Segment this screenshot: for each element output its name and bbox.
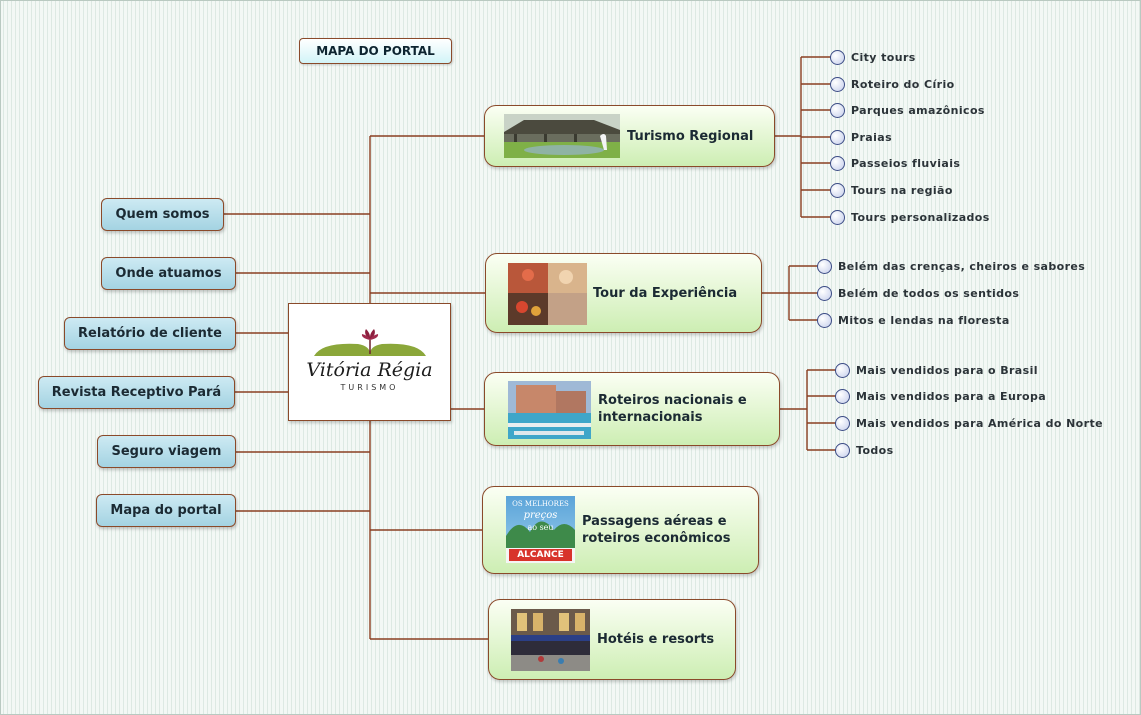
leaf-label: Tours na região (851, 183, 953, 197)
node-mapa-portal[interactable]: Mapa do portal (96, 494, 236, 527)
leaf-label: City tours (851, 50, 916, 64)
node-passagens-label-2: roteiros econômicos (582, 531, 731, 546)
node-hoteis-label: Hotéis e resorts (597, 632, 715, 647)
center-logo-node[interactable]: Vitória Régia TURISMO (288, 303, 451, 421)
hoteis-image (511, 609, 590, 671)
logo-subtitle: TURISMO (340, 383, 399, 392)
passagens-thumb-line2: preços (523, 510, 558, 521)
leaf-tours-regiao[interactable]: Tours na região (830, 181, 953, 199)
node-tour-experiencia-label: Tour da Experiência (593, 286, 738, 301)
circle-bullet-icon (830, 209, 845, 225)
node-quem-somos[interactable]: Quem somos (101, 198, 224, 231)
leaf-label: Mitos e lendas na floresta (838, 313, 1010, 327)
page-title: MAPA DO PORTAL (299, 38, 452, 64)
circle-bullet-icon (830, 102, 845, 118)
leaf-roteiro-cirio[interactable]: Roteiro do Círio (830, 75, 955, 93)
node-tour-experiencia[interactable]: Tour da Experiência (485, 253, 762, 333)
circle-bullet-icon (835, 388, 850, 404)
node-passagens-label-1: Passagens aéreas e (582, 514, 727, 529)
leaf-praias[interactable]: Praias (830, 128, 892, 146)
leaf-brasil[interactable]: Mais vendidos para o Brasil (835, 361, 1038, 379)
circle-bullet-icon (817, 312, 832, 328)
logo-name: Vitória Régia (306, 359, 433, 381)
leaf-label: Praias (851, 130, 893, 144)
leaf-parques-amazonicos[interactable]: Parques amazônicos (830, 101, 985, 119)
leaf-city-tours[interactable]: City tours (830, 48, 916, 66)
leaf-label: Belém das crenças, cheiros e sabores (838, 259, 1086, 273)
circle-bullet-icon (835, 415, 850, 431)
connector-group-roteiros (780, 370, 808, 450)
leaf-tours-personalizados[interactable]: Tours personalizados (830, 208, 990, 226)
roteiros-image (508, 381, 591, 439)
passagens-thumb-line1: OS MELHORES (512, 500, 569, 508)
leaf-label: Mais vendidos para América do Norte (856, 416, 1103, 430)
passagens-thumb-line3: ao seu (527, 523, 554, 532)
leaf-belem-sentidos[interactable]: Belém de todos os sentidos (817, 284, 1019, 302)
node-seguro-viagem[interactable]: Seguro viagem (97, 435, 236, 468)
leaf-america-norte[interactable]: Mais vendidos para América do Norte (835, 414, 1103, 432)
leaf-todos[interactable]: Todos (835, 441, 894, 459)
circle-bullet-icon (830, 49, 845, 65)
leaf-mitos-lendas[interactable]: Mitos e lendas na floresta (817, 311, 1010, 329)
circle-bullet-icon (835, 362, 850, 378)
leaf-label: Belém de todos os sentidos (838, 286, 1020, 300)
node-onde-atuamos[interactable]: Onde atuamos (101, 257, 236, 290)
circle-bullet-icon (830, 129, 845, 145)
leaf-label: Mais vendidos para a Europa (856, 389, 1047, 403)
node-turismo-regional[interactable]: Turismo Regional (484, 105, 775, 167)
circle-bullet-icon (830, 182, 845, 198)
passagens-thumb-line4: ALCANCE (509, 549, 572, 561)
leaf-label: Parques amazônicos (851, 103, 985, 117)
leaf-passeios-fluviais[interactable]: Passeios fluviais (830, 154, 960, 172)
node-roteiros-label-1: Roteiros nacionais e (598, 393, 747, 408)
node-roteiros-label-2: internacionais (598, 410, 703, 425)
node-passagens-aereas[interactable]: OS MELHORES preços ao seu ALCANCE Passag… (482, 486, 759, 574)
leaf-label: Todos (856, 443, 894, 457)
node-relatorio-cliente[interactable]: Relatório de cliente (64, 317, 236, 350)
leaf-label: Tours personalizados (851, 210, 990, 224)
circle-bullet-icon (835, 442, 850, 458)
node-turismo-regional-label: Turismo Regional (627, 129, 754, 144)
circle-bullet-icon (817, 258, 832, 274)
turismo-regional-image (504, 114, 620, 158)
leaf-belem-crencas[interactable]: Belém das crenças, cheiros e sabores (817, 257, 1085, 275)
passagens-image: OS MELHORES preços ao seu ALCANCE (506, 496, 575, 563)
node-roteiros-nacionais[interactable]: Roteiros nacionais e internacionais (484, 372, 780, 446)
lotus-icon (313, 329, 426, 356)
leaf-label: Passeios fluviais (851, 156, 961, 170)
circle-bullet-icon (817, 285, 832, 301)
leaf-label: Roteiro do Círio (851, 77, 955, 91)
node-hoteis-resorts[interactable]: Hotéis e resorts (488, 599, 736, 680)
circle-bullet-icon (830, 76, 845, 92)
circle-bullet-icon (830, 155, 845, 171)
node-revista-receptivo[interactable]: Revista Receptivo Pará (38, 376, 235, 409)
leaf-europa[interactable]: Mais vendidos para a Europa (835, 387, 1046, 405)
tour-experiencia-image (508, 263, 587, 325)
leaf-label: Mais vendidos para o Brasil (856, 363, 1038, 377)
connector-group-experiencia (762, 266, 790, 320)
vitoria-regia-logo: Vitória Régia TURISMO (300, 328, 440, 396)
connector-group-turismo (775, 57, 802, 217)
